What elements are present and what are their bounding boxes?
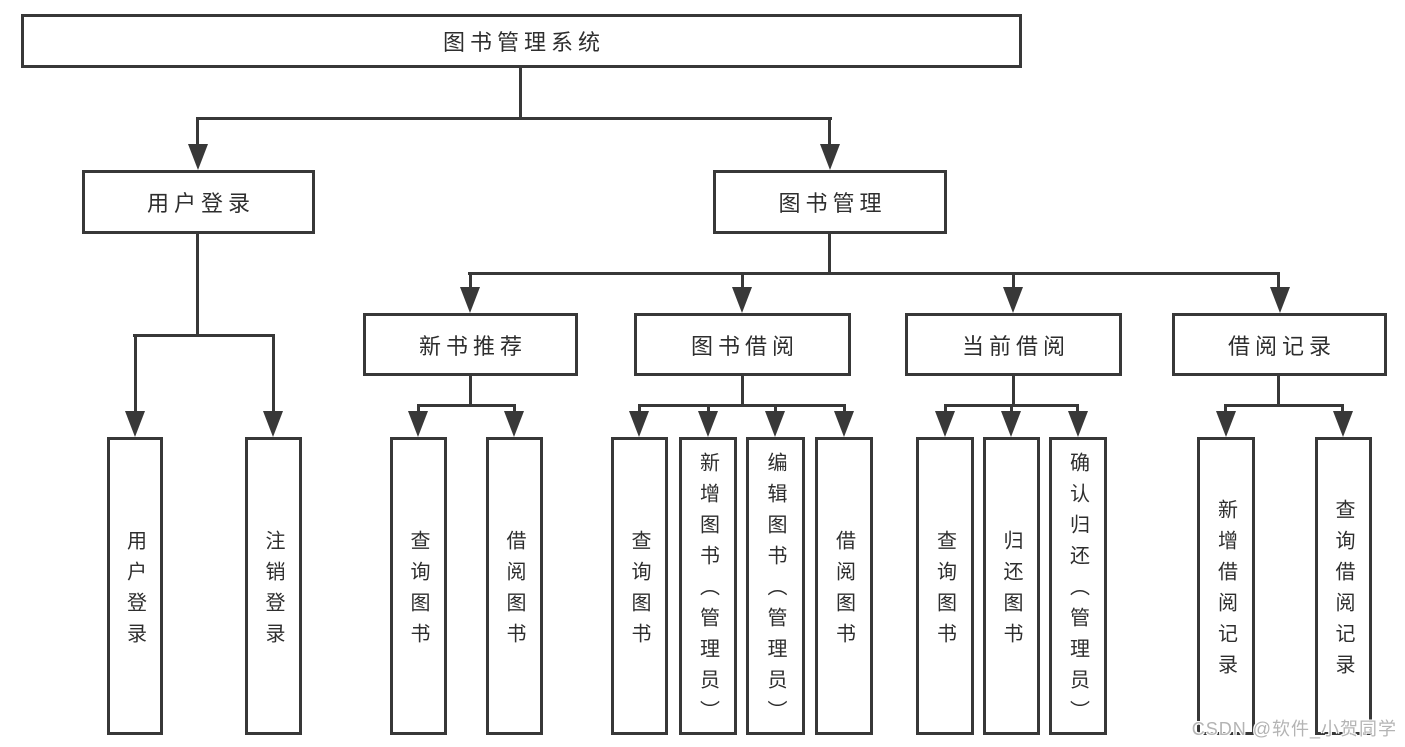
connector-drop-user-login	[196, 117, 199, 150]
node-new-book-recommend-label: 新书推荐	[418, 333, 527, 359]
node-login-user: 用户登录	[107, 437, 163, 735]
arrow-down-icon	[1270, 287, 1290, 313]
node-rec-borrow-book-label: 借阅图书	[503, 529, 525, 654]
arrow-down-icon	[125, 411, 145, 437]
arrow-down-icon	[460, 287, 480, 313]
connector-book-borrow-branch	[638, 404, 846, 407]
node-bb-borrow-book: 借阅图书	[815, 437, 873, 735]
node-current-borrow-label: 当前借阅	[961, 333, 1070, 359]
node-book-management-label: 图书管理	[778, 191, 887, 216]
node-rec-query-book-label: 查询图书	[407, 529, 429, 654]
node-borrow-records-label: 借阅记录	[1227, 333, 1336, 359]
arrow-down-icon	[1068, 411, 1088, 437]
node-logout-user: 注销登录	[245, 437, 302, 735]
node-cb-query-book-label: 查询图书	[933, 529, 956, 654]
connector-book-management-trunk	[828, 232, 831, 275]
connector-drop-new-book-recommend	[469, 272, 472, 294]
arrow-down-icon	[834, 411, 854, 437]
connector-drop-book-management	[828, 117, 831, 150]
node-bb-edit-book: 编辑图书（管理员）	[746, 437, 805, 735]
node-current-borrow: 当前借阅	[905, 313, 1122, 376]
arrow-down-icon	[263, 411, 283, 437]
connector-level3-branch	[468, 272, 1280, 275]
node-logout-user-label: 注销登录	[262, 529, 284, 654]
arrow-down-icon	[698, 411, 718, 437]
node-rec-query-book: 查询图书	[390, 437, 447, 735]
arrow-down-icon	[408, 411, 428, 437]
arrow-down-icon	[504, 411, 524, 437]
connector-root-trunk	[519, 66, 522, 119]
connector-borrow-records-trunk	[1277, 374, 1280, 407]
arrow-down-icon	[1001, 411, 1021, 437]
node-bb-add-book-label: 新增图书（管理员）	[696, 452, 719, 731]
node-root: 图书管理系统	[21, 14, 1022, 68]
node-borrow-records: 借阅记录	[1172, 313, 1387, 376]
arrow-down-icon	[1216, 411, 1236, 437]
node-bb-query-book-label: 查询图书	[628, 529, 650, 654]
arrow-down-icon	[935, 411, 955, 437]
connector-drop-borrow-records	[1277, 272, 1280, 294]
node-book-borrow-label: 图书借阅	[690, 333, 799, 359]
node-rec-borrow-book: 借阅图书	[486, 437, 543, 735]
connector-user-login-branch	[133, 334, 275, 337]
arrow-down-icon	[820, 144, 840, 170]
connector-current-borrow-trunk	[1012, 374, 1015, 407]
node-br-query-record-label: 查询借阅记录	[1332, 498, 1354, 685]
node-cb-query-book: 查询图书	[916, 437, 974, 735]
connector-drop-current-borrow	[1012, 272, 1015, 294]
arrow-down-icon	[732, 287, 752, 313]
node-bb-edit-book-label: 编辑图书（管理员）	[764, 452, 786, 731]
connector-drop-book-borrow	[741, 272, 744, 294]
arrow-down-icon	[765, 411, 785, 437]
arrow-down-icon	[188, 144, 208, 170]
connector-borrow-records-branch	[1224, 404, 1344, 407]
node-user-login-label: 用户登录	[146, 191, 255, 216]
connector-new-book-recommend-branch	[417, 404, 516, 407]
arrow-down-icon	[1333, 411, 1353, 437]
connector-user-login-trunk	[196, 232, 199, 336]
node-cb-return-book-label: 归还图书	[1000, 529, 1022, 654]
csdn-watermark: CSDN @软件_小贺同学	[1191, 719, 1397, 739]
node-user-login: 用户登录	[82, 170, 315, 234]
node-br-add-record-label: 新增借阅记录	[1214, 498, 1237, 685]
node-bb-query-book: 查询图书	[611, 437, 668, 735]
connector-new-book-recommend-trunk	[469, 374, 472, 407]
arrow-down-icon	[1003, 287, 1023, 313]
node-login-user-label: 用户登录	[123, 529, 146, 654]
connector-book-borrow-trunk	[741, 374, 744, 407]
arrow-down-icon	[629, 411, 649, 437]
node-br-add-record: 新增借阅记录	[1197, 437, 1255, 735]
node-cb-confirm-return: 确认归还（管理员）	[1049, 437, 1107, 735]
connector-drop-logout-user	[272, 334, 275, 416]
node-bb-borrow-book-label: 借阅图书	[832, 529, 855, 654]
connector-drop-login-user	[134, 334, 137, 416]
node-book-borrow: 图书借阅	[634, 313, 851, 376]
node-root-label: 图书管理系统	[442, 30, 605, 55]
node-bb-add-book: 新增图书（管理员）	[679, 437, 737, 735]
node-new-book-recommend: 新书推荐	[363, 313, 578, 376]
connector-level2-branch	[196, 117, 832, 120]
node-book-management: 图书管理	[713, 170, 947, 234]
node-cb-return-book: 归还图书	[983, 437, 1040, 735]
node-br-query-record: 查询借阅记录	[1315, 437, 1372, 735]
node-cb-confirm-return-label: 确认归还（管理员）	[1066, 452, 1089, 731]
